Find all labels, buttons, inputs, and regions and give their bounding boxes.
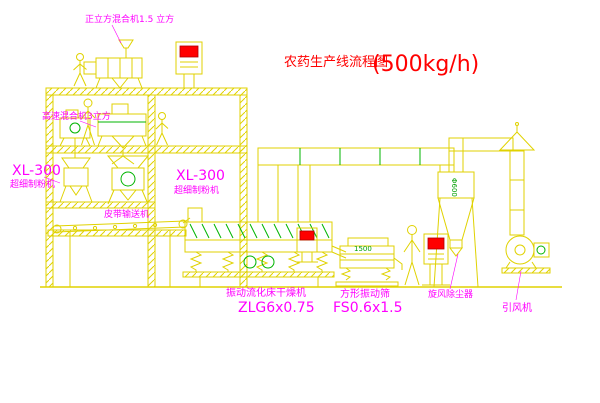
label-screen-name: 方形振动筛 [340,287,390,300]
induced-draft-fan-machine [501,235,551,274]
label-dryer-model: ZLG6x0.75 [238,300,315,316]
high-speed-mixer-machine [59,109,91,158]
cyclone-machine [433,137,479,288]
cabinet-display-1 [179,45,199,58]
equipment-labels: 正立方混合机1.5 立方 高速混合机3立方 XL-300 超细制粉机 XL-30… [10,13,532,316]
label-left-unit-name: 超细制粉机 [10,178,55,190]
label-center-unit-name: 超细制粉机 [174,184,219,196]
label-left-unit-model: XL-300 [12,163,61,179]
cabinet-display-2 [427,237,445,250]
label-center-unit-model: XL-300 [176,168,225,184]
dimension-annotations: 1500 Φ600 [354,178,458,253]
title-capacity: (500kg/h) [372,52,479,77]
control-cabinet-3 [296,227,318,263]
control-cabinet-1 [175,41,203,89]
belt-conveyor-machine [52,217,191,287]
control-cabinet-2 [422,233,450,286]
label-screen-model: FS0.6x1.5 [333,300,403,316]
label-high-speed-mixer: 高速混合机3立方 [42,110,111,122]
fluid-bed-dryer-machine [182,207,347,287]
title-text: 农药生产线流程图 [284,55,388,70]
second-floor-mixer-machine [97,103,147,165]
drawing-title: 农药生产线流程图 (500kg/h) [284,52,479,77]
label-cube-mixer: 正立方混合机1.5 立方 [85,13,174,25]
label-cyclone: 旋风除尘器 [428,288,473,300]
exhaust-stack [448,122,536,236]
annotation-screen-dim: 1500 [354,245,372,253]
cube-mixer-machine [83,39,143,89]
worker-figure-4 [403,225,421,286]
vibrating-screen-machine [335,237,403,287]
label-dryer-name: 振动流化床干燥机 [226,286,306,299]
label-belt-conveyor: 皮带输送机 [104,208,149,220]
annotation-duct-dia: Φ600 [450,178,458,197]
left-mill-machine [59,157,93,203]
label-fan: 引风机 [502,301,532,314]
label-leader-lines [43,24,522,301]
center-mill-machine [106,155,150,205]
worker-figure-1 [73,53,87,87]
duct-system [257,147,455,223]
building-structure [45,87,248,288]
worker-figure-2 [80,98,96,146]
worker-figure-3 [155,112,169,146]
cabinet-display-3 [299,230,315,241]
